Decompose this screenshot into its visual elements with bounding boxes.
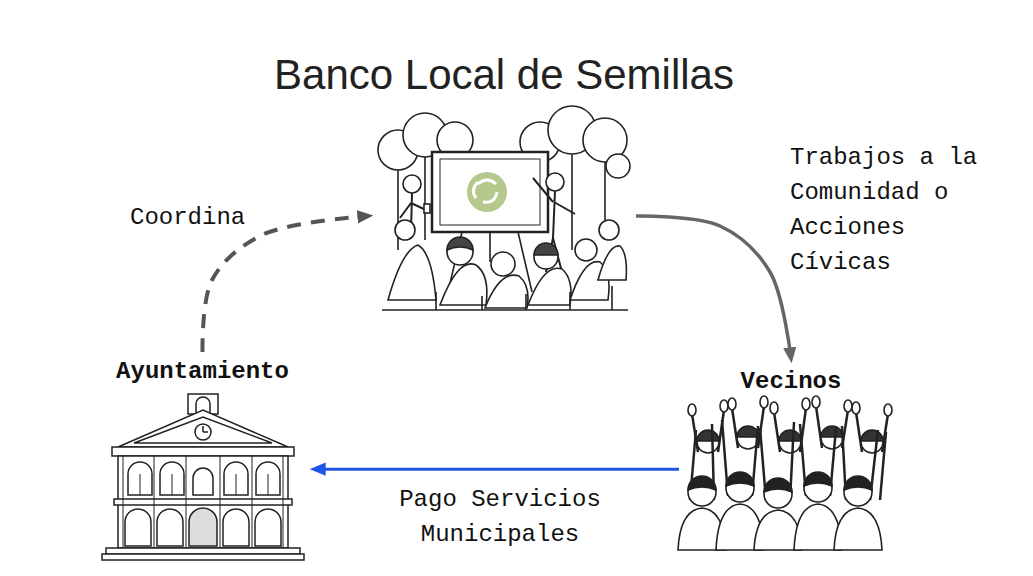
crowd-illustration-part — [844, 400, 852, 412]
workshop-illustration-part — [473, 180, 497, 202]
workshop-illustration-part — [388, 245, 436, 300]
town-hall-illustration-part — [189, 508, 217, 546]
town-hall-illustration-part — [114, 499, 292, 505]
workshop-illustration-part — [599, 220, 619, 240]
town-hall-illustration-part — [203, 426, 208, 432]
crowd-illustration-part — [728, 398, 736, 410]
crowd-illustration — [678, 396, 892, 550]
edge-label: Trabajos a la Comunidad o Acciones Cívic… — [790, 140, 995, 280]
workshop-illustration-part — [606, 154, 630, 178]
crowd-illustration-part — [697, 426, 883, 441]
town-hall-illustration — [102, 394, 304, 560]
workshop-illustration-part — [398, 154, 605, 250]
workshop-illustration-part — [598, 246, 626, 280]
workshop-illustration-part — [424, 204, 430, 213]
crowd-illustration-part — [688, 472, 872, 492]
town-hall-illustration-part — [106, 548, 300, 554]
town-hall-illustration-part — [195, 424, 211, 440]
workshop-illustration-part — [546, 173, 564, 191]
crowd-illustration-part — [760, 396, 768, 408]
town-hall-node: Ayuntamiento — [100, 358, 305, 562]
workshop-illustration-part — [382, 286, 628, 310]
town-hall-illustration-part — [125, 509, 151, 546]
town-hall-illustration-part — [223, 509, 249, 546]
crowd-illustration-part — [834, 508, 882, 550]
town-hall-illustration-part — [123, 456, 283, 548]
edge-label: Coordina — [130, 200, 280, 235]
workshop-illustration-part — [575, 239, 597, 261]
workshop-illustration-part — [440, 264, 487, 305]
town-hall-illustration-part — [157, 509, 183, 546]
workshop-illustration-part — [528, 268, 571, 305]
town-hall-illustration-part — [193, 468, 213, 495]
workshop-illustration-part — [485, 275, 528, 308]
crowd-illustration-part — [770, 402, 778, 414]
town-hall-illustration-part — [255, 509, 281, 546]
town-hall-illustration-part — [118, 410, 288, 447]
workshop-illustration-part — [467, 172, 507, 212]
crowd-illustration-part — [802, 398, 810, 410]
workshop-illustration-part — [491, 252, 515, 276]
workshop-illustration — [378, 106, 630, 310]
town-hall-illustration-part — [140, 474, 268, 495]
node-heading: Ayuntamiento — [116, 358, 289, 386]
workshop-illustration-part — [403, 175, 421, 193]
workshop-illustration-part — [440, 159, 540, 225]
workshop-illustration-part — [534, 243, 558, 255]
crowd-illustration-part — [688, 404, 696, 416]
workshop-illustration-part — [395, 220, 415, 240]
crowd-illustration-part — [720, 400, 728, 412]
workshop-illustration-part — [447, 237, 473, 250]
town-hall-illustration-part — [134, 417, 272, 443]
crowd-illustration-part — [884, 404, 892, 416]
workshop-illustration-part — [432, 152, 548, 232]
neighbours-node: Vecinos — [685, 368, 897, 552]
connectors — [202, 216, 791, 469]
edge-label: Pago Servicios Municipales — [340, 482, 660, 552]
diagram-title: Banco Local de Semillas — [274, 50, 734, 100]
town-hall-illustration-part — [102, 554, 304, 560]
dashed-arrow — [202, 216, 368, 352]
crowd-illustration-part — [852, 402, 860, 414]
payment-arrow — [315, 468, 679, 471]
curved-arrow — [636, 216, 791, 358]
workshop-illustration-part — [533, 178, 575, 272]
crowd-illustration-part — [812, 396, 820, 408]
node-heading: Vecinos — [741, 368, 842, 396]
workshop-node: Banco Local de Semillas — [378, 120, 630, 312]
town-hall-illustration-part — [112, 447, 294, 456]
